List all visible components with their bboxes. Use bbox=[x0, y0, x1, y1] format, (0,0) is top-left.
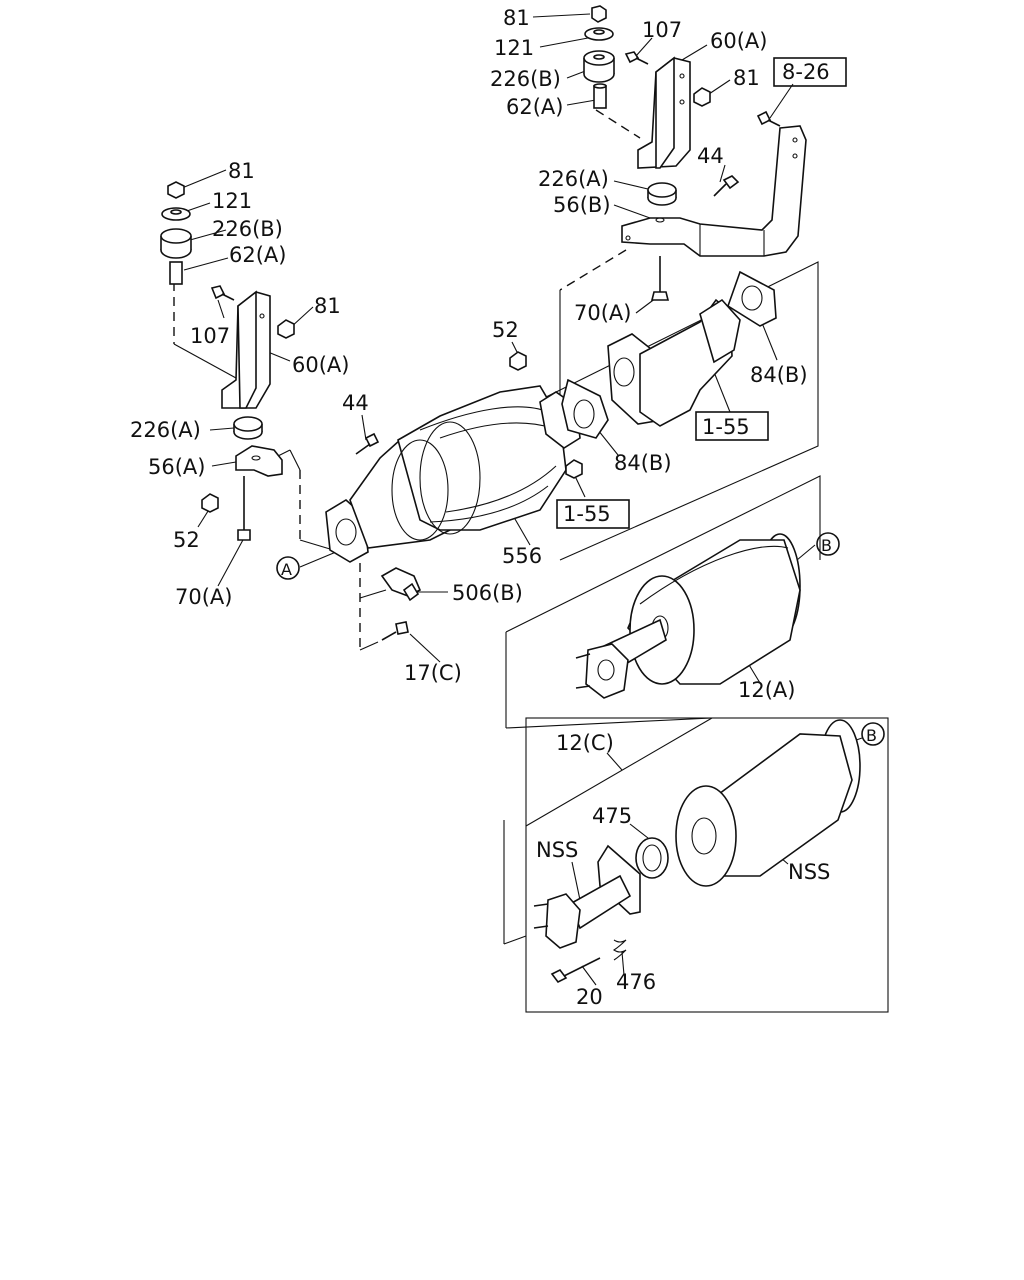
label-226b: 226(B) bbox=[212, 217, 283, 241]
part-labels: 81 121 226(B) 62(A) 107 60(A) 81 8-26 22… bbox=[130, 6, 877, 1009]
circle-label-b: B bbox=[866, 726, 877, 745]
label-84b: 84(B) bbox=[750, 363, 808, 387]
circle-label-a: A bbox=[281, 560, 292, 579]
label-52: 52 bbox=[492, 318, 519, 342]
label-62a: 62(A) bbox=[229, 243, 286, 267]
ref-1-55: 1-55 bbox=[702, 415, 750, 439]
label-17c: 17(C) bbox=[404, 661, 462, 685]
muffler-12c bbox=[533, 719, 861, 984]
label-506b: 506(B) bbox=[452, 581, 523, 605]
label-226a: 226(A) bbox=[130, 418, 201, 442]
catalytic-converter bbox=[325, 351, 609, 641]
circle-label-b: B bbox=[821, 536, 832, 555]
label-12a: 12(A) bbox=[738, 678, 795, 702]
left-mount-assembly bbox=[160, 181, 295, 541]
label-nss: NSS bbox=[788, 860, 830, 884]
label-81: 81 bbox=[228, 159, 255, 183]
exhaust-manifold bbox=[607, 270, 777, 427]
label-44: 44 bbox=[342, 391, 369, 415]
label-20: 20 bbox=[576, 985, 603, 1009]
label-nss: NSS bbox=[536, 838, 578, 862]
label-84b: 84(B) bbox=[614, 451, 672, 475]
label-60a: 60(A) bbox=[710, 29, 767, 53]
label-475: 475 bbox=[592, 804, 632, 828]
label-70a: 70(A) bbox=[175, 585, 232, 609]
label-56a: 56(A) bbox=[148, 455, 205, 479]
reference-boxes bbox=[556, 57, 847, 529]
circle-markers bbox=[276, 532, 885, 746]
label-60a: 60(A) bbox=[292, 353, 349, 377]
label-44: 44 bbox=[697, 144, 724, 168]
label-226b: 226(B) bbox=[490, 67, 561, 91]
label-81: 81 bbox=[503, 6, 530, 30]
label-12c: 12(C) bbox=[556, 731, 614, 755]
label-52: 52 bbox=[173, 528, 200, 552]
top-mount-assembly bbox=[583, 5, 807, 301]
ref-1-55: 1-55 bbox=[563, 502, 611, 526]
label-107: 107 bbox=[642, 18, 682, 42]
label-70a: 70(A) bbox=[574, 301, 631, 325]
ref-8-26: 8-26 bbox=[782, 60, 830, 84]
label-56b: 56(B) bbox=[553, 193, 611, 217]
label-121: 121 bbox=[212, 189, 252, 213]
label-226a: 226(A) bbox=[538, 167, 609, 191]
label-121: 121 bbox=[494, 36, 534, 60]
label-476: 476 bbox=[616, 970, 656, 994]
label-556: 556 bbox=[502, 544, 542, 568]
label-107: 107 bbox=[190, 324, 230, 348]
label-81: 81 bbox=[314, 294, 341, 318]
label-62a: 62(A) bbox=[506, 95, 563, 119]
label-81: 81 bbox=[733, 66, 760, 90]
muffler-12a bbox=[575, 533, 801, 699]
